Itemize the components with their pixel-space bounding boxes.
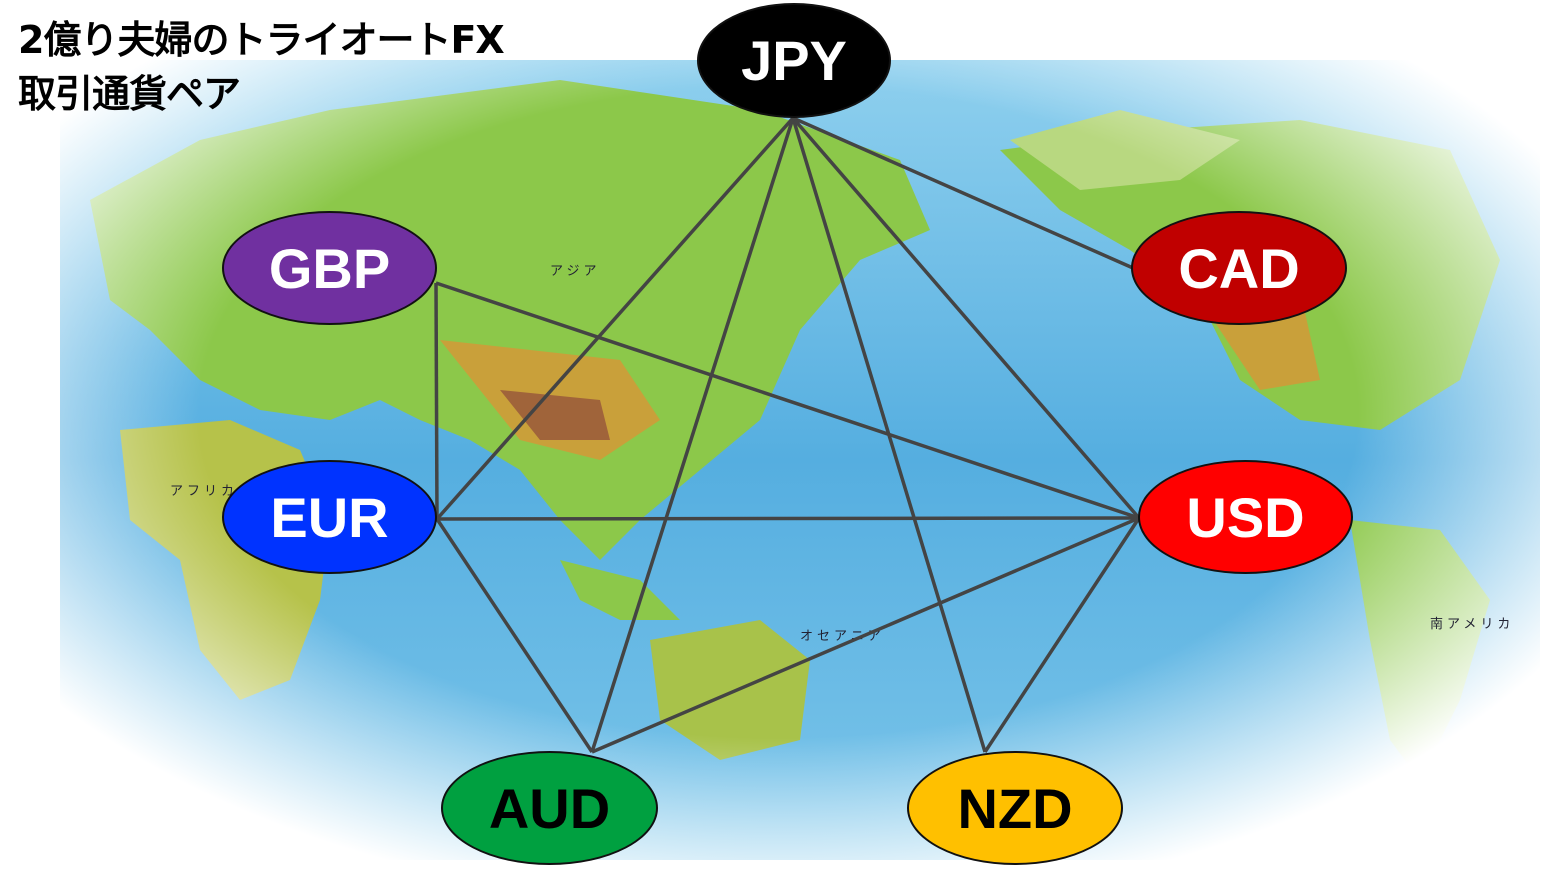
currency-node-aud: AUD <box>441 751 658 865</box>
pair-line-eur-usd <box>436 516 1140 521</box>
currency-node-eur: EUR <box>222 460 437 574</box>
pair-line-jpy-eur <box>435 116 795 521</box>
pair-line-eur-aud <box>435 518 594 753</box>
currency-node-nzd: NZD <box>907 751 1123 865</box>
currency-label: NZD <box>957 776 1073 840</box>
currency-node-cad: CAD <box>1131 211 1347 325</box>
map-label-asia: アジア <box>550 264 600 279</box>
currency-label: AUD <box>488 776 611 840</box>
currency-label: EUR <box>270 485 389 549</box>
pair-line-jpy-aud <box>590 117 795 753</box>
map-label-oceania: オセアニア <box>800 629 885 644</box>
pair-line-jpy-usd <box>791 116 1141 520</box>
map-label-south-america: 南アメリカ <box>1430 616 1514 632</box>
pair-lines <box>434 116 1141 754</box>
pair-line-gbp-eur <box>434 282 439 520</box>
currency-node-usd: USD <box>1138 460 1353 574</box>
title-line-2: 取引通貨ペア <box>18 72 241 116</box>
pair-line-jpy-cad <box>792 116 1134 270</box>
pair-line-aud-usd <box>591 516 1140 754</box>
pair-line-nzd-usd <box>983 517 1141 753</box>
currency-label: CAD <box>1178 236 1300 300</box>
currency-label: GBP <box>268 236 391 300</box>
title-line-1: 2億り夫婦のトライオートFX <box>18 18 505 62</box>
currency-label: JPY <box>741 29 847 92</box>
map-label-africa: アフリカ <box>170 484 238 499</box>
currency-node-gbp: GBP <box>222 211 437 325</box>
currency-node-jpy: JPY <box>697 3 891 118</box>
currency-label: USD <box>1186 485 1305 549</box>
pair-line-gbp-usd <box>435 281 1140 520</box>
